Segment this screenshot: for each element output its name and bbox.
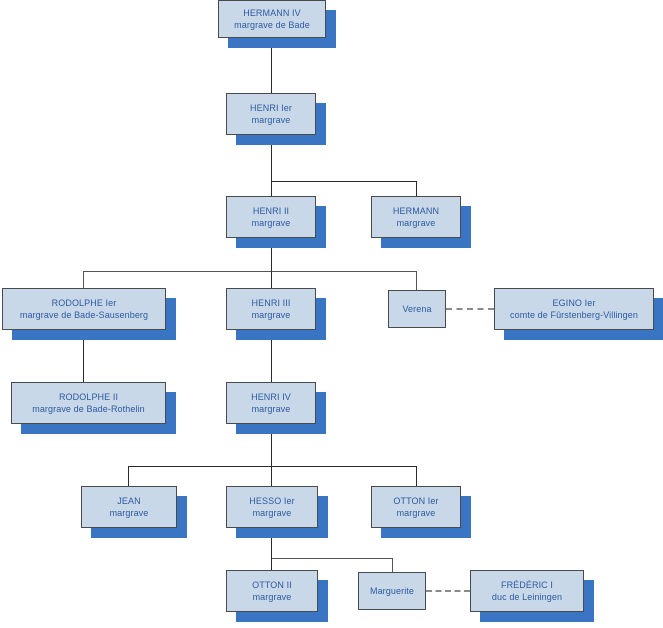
marriage-link-marguerite-frederic1	[426, 590, 470, 592]
node-subtitle: margrave de Bade-Sausenberg	[19, 310, 149, 320]
node-otton1[interactable]: OTTON Ier margrave	[371, 486, 461, 528]
connector-bar-henri2-children	[83, 271, 417, 272]
connector-henri4-down	[271, 424, 272, 466]
connector-bar-henri1-children	[271, 181, 417, 182]
connector-henri2-down	[271, 238, 272, 271]
connector-down-to-verena	[416, 271, 417, 290]
node-title: HERMANN IV	[243, 8, 301, 18]
node-subtitle: margrave	[251, 218, 291, 228]
node-title: HENRI III	[251, 298, 291, 308]
connector-down-to-otton2	[271, 558, 272, 570]
node-jean[interactable]: JEAN margrave	[81, 486, 177, 528]
node-title: OTTON Ier	[393, 496, 439, 506]
node-rodolphe1[interactable]: RODOLPHE Ier margrave de Bade-Sausenberg	[2, 288, 166, 330]
node-subtitle: margrave	[252, 508, 292, 518]
node-egino1[interactable]: EGINO Ier comte de Fûrstenberg-Villingen	[494, 288, 654, 330]
node-title: OTTON II	[252, 580, 292, 590]
node-henri4[interactable]: HENRI IV margrave	[226, 382, 316, 424]
node-title: RODOLPHE II	[58, 392, 119, 402]
node-otton2[interactable]: OTTON II margrave	[226, 570, 318, 612]
node-subtitle: margrave	[396, 218, 436, 228]
node-hermann[interactable]: HERMANN margrave	[371, 196, 461, 238]
connector-hermann4-to-henri1	[271, 38, 272, 93]
node-title: EGINO Ier	[552, 298, 596, 308]
connector-henri3-to-henri4	[271, 330, 272, 382]
node-subtitle: comte de Fûrstenberg-Villingen	[510, 310, 638, 320]
node-hermann4[interactable]: HERMANN IV margrave de Bade	[218, 0, 326, 38]
connector-down-to-hesso1	[271, 466, 272, 486]
node-subtitle: margrave	[109, 508, 149, 518]
node-title: Marguerite	[369, 586, 415, 596]
connector-down-to-rodolphe1	[83, 271, 84, 288]
node-title: FRÉDÉRIC I	[500, 580, 553, 590]
connector-henri1-down	[271, 135, 272, 181]
connector-down-to-henri3	[271, 271, 272, 288]
connector-down-to-marguerite	[392, 558, 393, 572]
node-title: HENRI IV	[251, 392, 291, 402]
node-subtitle: margrave	[252, 592, 292, 602]
connector-hesso1-down	[271, 528, 272, 558]
node-title: JEAN	[117, 496, 141, 506]
connector-down-to-otton1	[416, 466, 417, 486]
node-title: HENRI Ier	[250, 103, 292, 113]
connector-bar-hesso1-children	[271, 558, 393, 559]
node-subtitle: margrave de Bade	[234, 20, 310, 30]
node-subtitle: margrave	[396, 508, 436, 518]
node-hesso1[interactable]: HESSO Ier margrave	[226, 486, 318, 528]
node-henri2[interactable]: HENRI II margrave	[226, 196, 316, 238]
node-henri1[interactable]: HENRI Ier margrave	[226, 93, 316, 135]
connector-down-to-henri2	[271, 181, 272, 196]
node-title: HESSO Ier	[249, 496, 295, 506]
node-marguerite[interactable]: Marguerite	[358, 572, 426, 610]
node-verena[interactable]: Verena	[388, 290, 446, 328]
connector-bar-henri4-children	[128, 466, 416, 467]
connector-down-to-hermann	[416, 181, 417, 196]
node-subtitle: margrave	[251, 115, 291, 125]
node-subtitle: margrave de Bade-Rothelin	[32, 404, 145, 414]
node-henri3[interactable]: HENRI III margrave	[226, 288, 316, 330]
node-title: HERMANN	[392, 206, 440, 216]
node-frederic1[interactable]: FRÉDÉRIC I duc de Leiningen	[470, 570, 584, 612]
node-subtitle: margrave	[251, 404, 291, 414]
node-subtitle: margrave	[251, 310, 291, 320]
node-subtitle: duc de Leiningen	[491, 592, 563, 602]
node-title: RODOLPHE Ier	[51, 298, 117, 308]
node-rodolphe2[interactable]: RODOLPHE II margrave de Bade-Rothelin	[11, 382, 166, 424]
connector-rodolphe1-to-rodolphe2	[83, 330, 84, 382]
marriage-link-verena-egino1	[446, 308, 494, 310]
connector-down-to-jean	[128, 466, 129, 486]
node-title: Verena	[402, 304, 432, 314]
node-title: HENRI II	[252, 206, 290, 216]
